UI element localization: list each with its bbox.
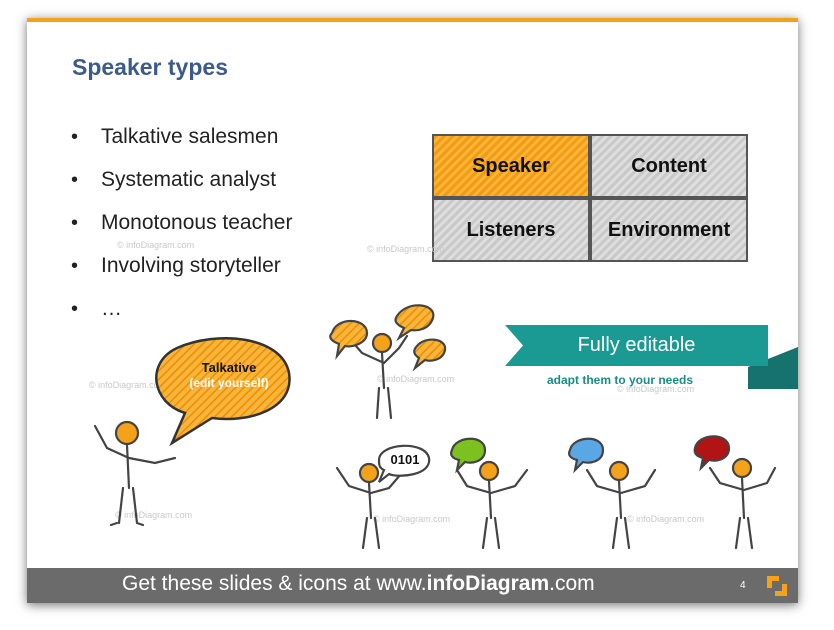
page-number: 4 — [740, 580, 746, 591]
footer-prefix: Get these slides & icons at www. — [122, 572, 427, 595]
bullet-item: Systematic analyst — [67, 167, 292, 210]
watermark: © infoDiagram.com — [117, 240, 195, 250]
bullet-item: … — [67, 296, 292, 339]
watermark: © infoDiagram.com — [377, 374, 455, 384]
binary-figure — [335, 444, 431, 550]
bullet-item: Talkative salesmen — [67, 124, 292, 167]
talkative-bubble-line1: Talkative — [201, 360, 257, 375]
speaker-illustrations — [93, 304, 777, 550]
infodiagram-logo-icon — [767, 576, 787, 596]
watermark: © infoDiagram.com — [89, 380, 167, 390]
slide: Speaker types Talkative salesmen Systema… — [27, 18, 798, 603]
watermark: © infoDiagram.com — [617, 384, 695, 394]
watermark: © infoDiagram.com — [627, 514, 705, 524]
binary-bubble-text: 0101 — [390, 452, 420, 467]
accent-top-bar — [27, 18, 798, 22]
red-figure — [693, 435, 777, 550]
footer-suffix: .com — [549, 572, 595, 595]
watermark: © infoDiagram.com — [367, 244, 445, 254]
green-figure — [450, 437, 529, 550]
blue-figure — [568, 437, 657, 550]
grid-cell-speaker: Speaker — [432, 134, 590, 198]
bullet-list: Talkative salesmen Systematic analyst Mo… — [67, 124, 292, 339]
editable-banner: Fully editable — [505, 325, 768, 366]
talkative-bubble-line2: (edit yourself) — [189, 376, 269, 390]
bullet-item: Monotonous teacher — [67, 210, 292, 253]
footer-text: Get these slides & icons at www.infoDiag… — [122, 572, 595, 596]
grid-cell-content: Content — [590, 134, 748, 198]
footer-bar: Get these slides & icons at www.infoDiag… — [27, 568, 798, 603]
grid-cell-listeners: Listeners — [432, 198, 590, 262]
talkative-bubble — [155, 337, 291, 447]
slide-title: Speaker types — [72, 54, 228, 80]
watermark: © infoDiagram.com — [115, 510, 193, 520]
grid-cell-environment: Environment — [590, 198, 748, 262]
footer-brand: infoDiagram — [426, 572, 550, 595]
banner-subtitle: adapt them to your needs — [547, 373, 694, 387]
juggler-figure — [329, 304, 447, 420]
bullet-item: Involving storyteller — [67, 253, 292, 296]
speaker-figure — [93, 420, 177, 527]
watermark: © infoDiagram.com — [373, 514, 451, 524]
